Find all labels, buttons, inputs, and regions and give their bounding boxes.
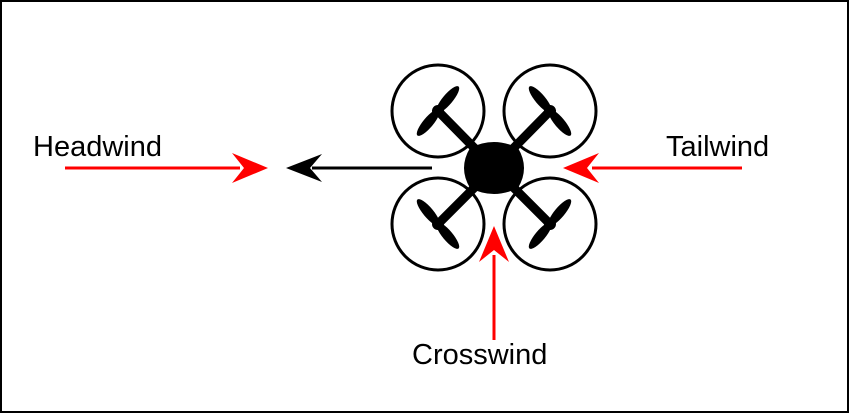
quadcopter-icon <box>390 63 598 272</box>
flight-direction-arrow <box>286 154 432 182</box>
headwind-label: Headwind <box>33 131 162 163</box>
crosswind-label: Crosswind <box>412 339 548 371</box>
headwind-arrow <box>65 153 268 183</box>
tailwind-arrow <box>563 153 742 183</box>
crosswind-arrow <box>479 226 509 340</box>
tailwind-label: Tailwind <box>666 131 770 163</box>
